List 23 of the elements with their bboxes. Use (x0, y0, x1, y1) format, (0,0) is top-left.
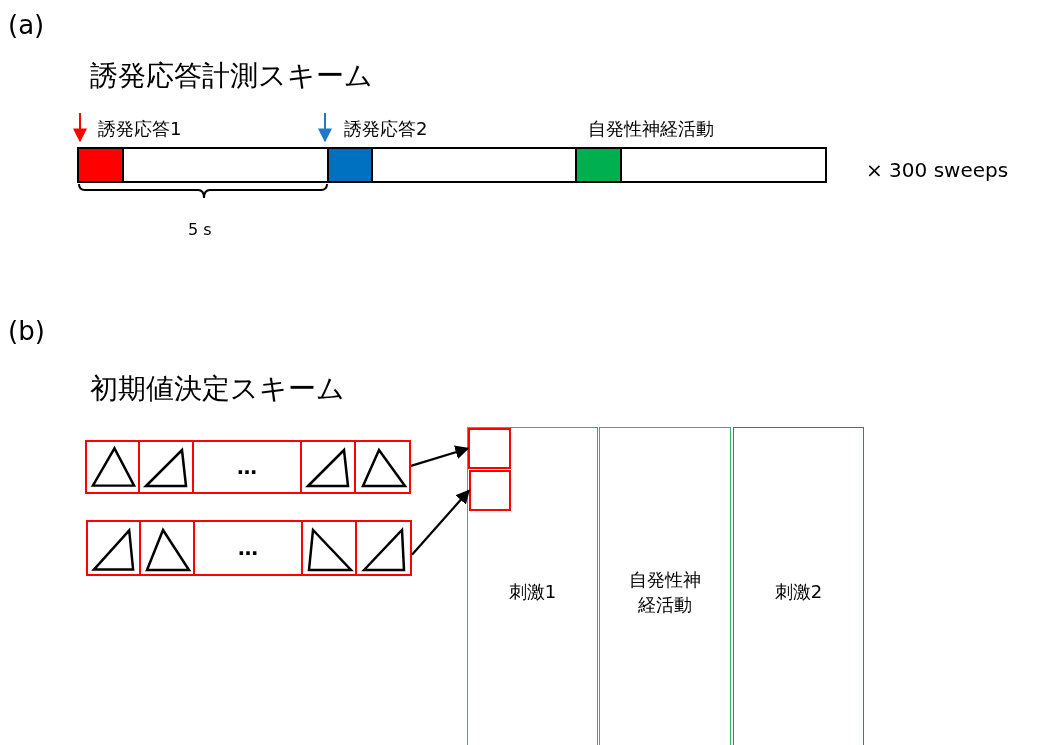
panel-label: (a) (8, 12, 45, 38)
ellipsis-text: … (237, 455, 257, 479)
arrow (410, 445, 470, 467)
frame-box (468, 428, 511, 469)
repeat-label: × 300 sweeps (866, 160, 1009, 180)
ellipsis-text: … (238, 536, 258, 560)
segment-label: 誘発応答1 (98, 120, 182, 138)
frame-strip (86, 520, 412, 576)
frame-box (469, 470, 511, 511)
title: 初期値決定スキーム (90, 375, 345, 403)
stimulus-column (599, 427, 731, 745)
title: 誘発応答計測スキーム (90, 62, 373, 90)
frame-strip (85, 440, 411, 494)
segment-label: 誘発応答2 (344, 120, 428, 138)
stimulus-column (467, 427, 598, 745)
panel-label: (b) (8, 318, 45, 344)
segment-label: 自発性神経活動 (588, 120, 714, 138)
column-label: 刺激2 (773, 580, 824, 605)
stimulus-column (733, 427, 864, 745)
arrow (411, 489, 470, 556)
column-label: 刺激1 (507, 580, 558, 605)
column-label: 自発性神経活動 (628, 567, 702, 617)
duration-label: 5 s (188, 222, 212, 238)
